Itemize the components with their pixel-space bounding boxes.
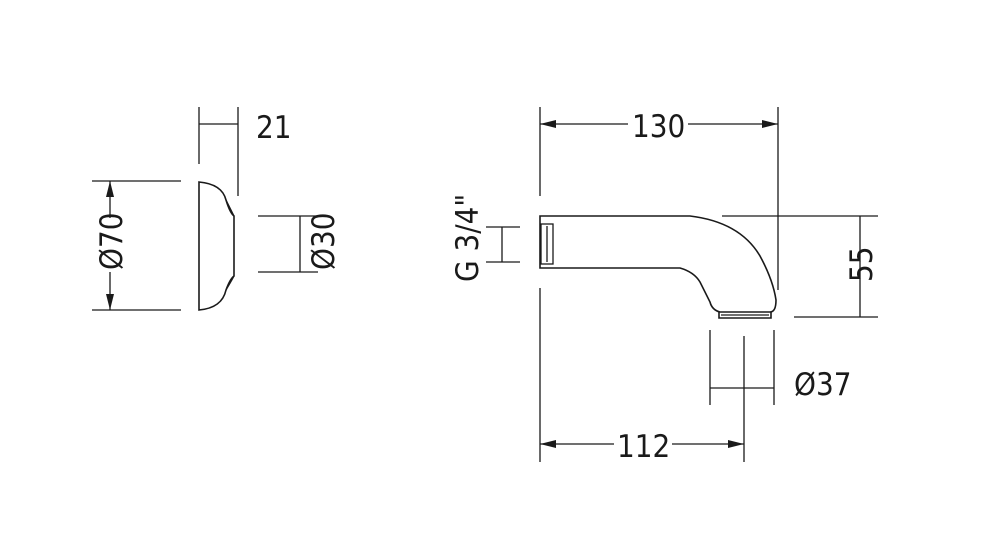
rosette-outline [198,181,235,311]
spout-view: 130 55 G 3/4" Ø37 112 [450,107,880,465]
dim-outlet-distance: 112 [617,429,670,465]
dim-spout-length: 130 [632,109,685,145]
dim-spout-height: 55 [844,247,880,282]
dim-outlet-diameter: Ø37 [794,367,851,403]
spout-outline [539,215,777,313]
dim-rosette-hole-diameter: Ø30 [306,213,342,270]
rosette-inner-curve [225,199,235,291]
dim-thread: G 3/4" [450,194,486,282]
spout-outlet [718,312,772,319]
rosette-view: 21 Ø70 Ø30 [92,107,342,311]
dim-rosette-depth: 21 [256,110,291,146]
spout-thread-detail [540,223,554,265]
dim-rosette-diameter: Ø70 [94,213,130,270]
